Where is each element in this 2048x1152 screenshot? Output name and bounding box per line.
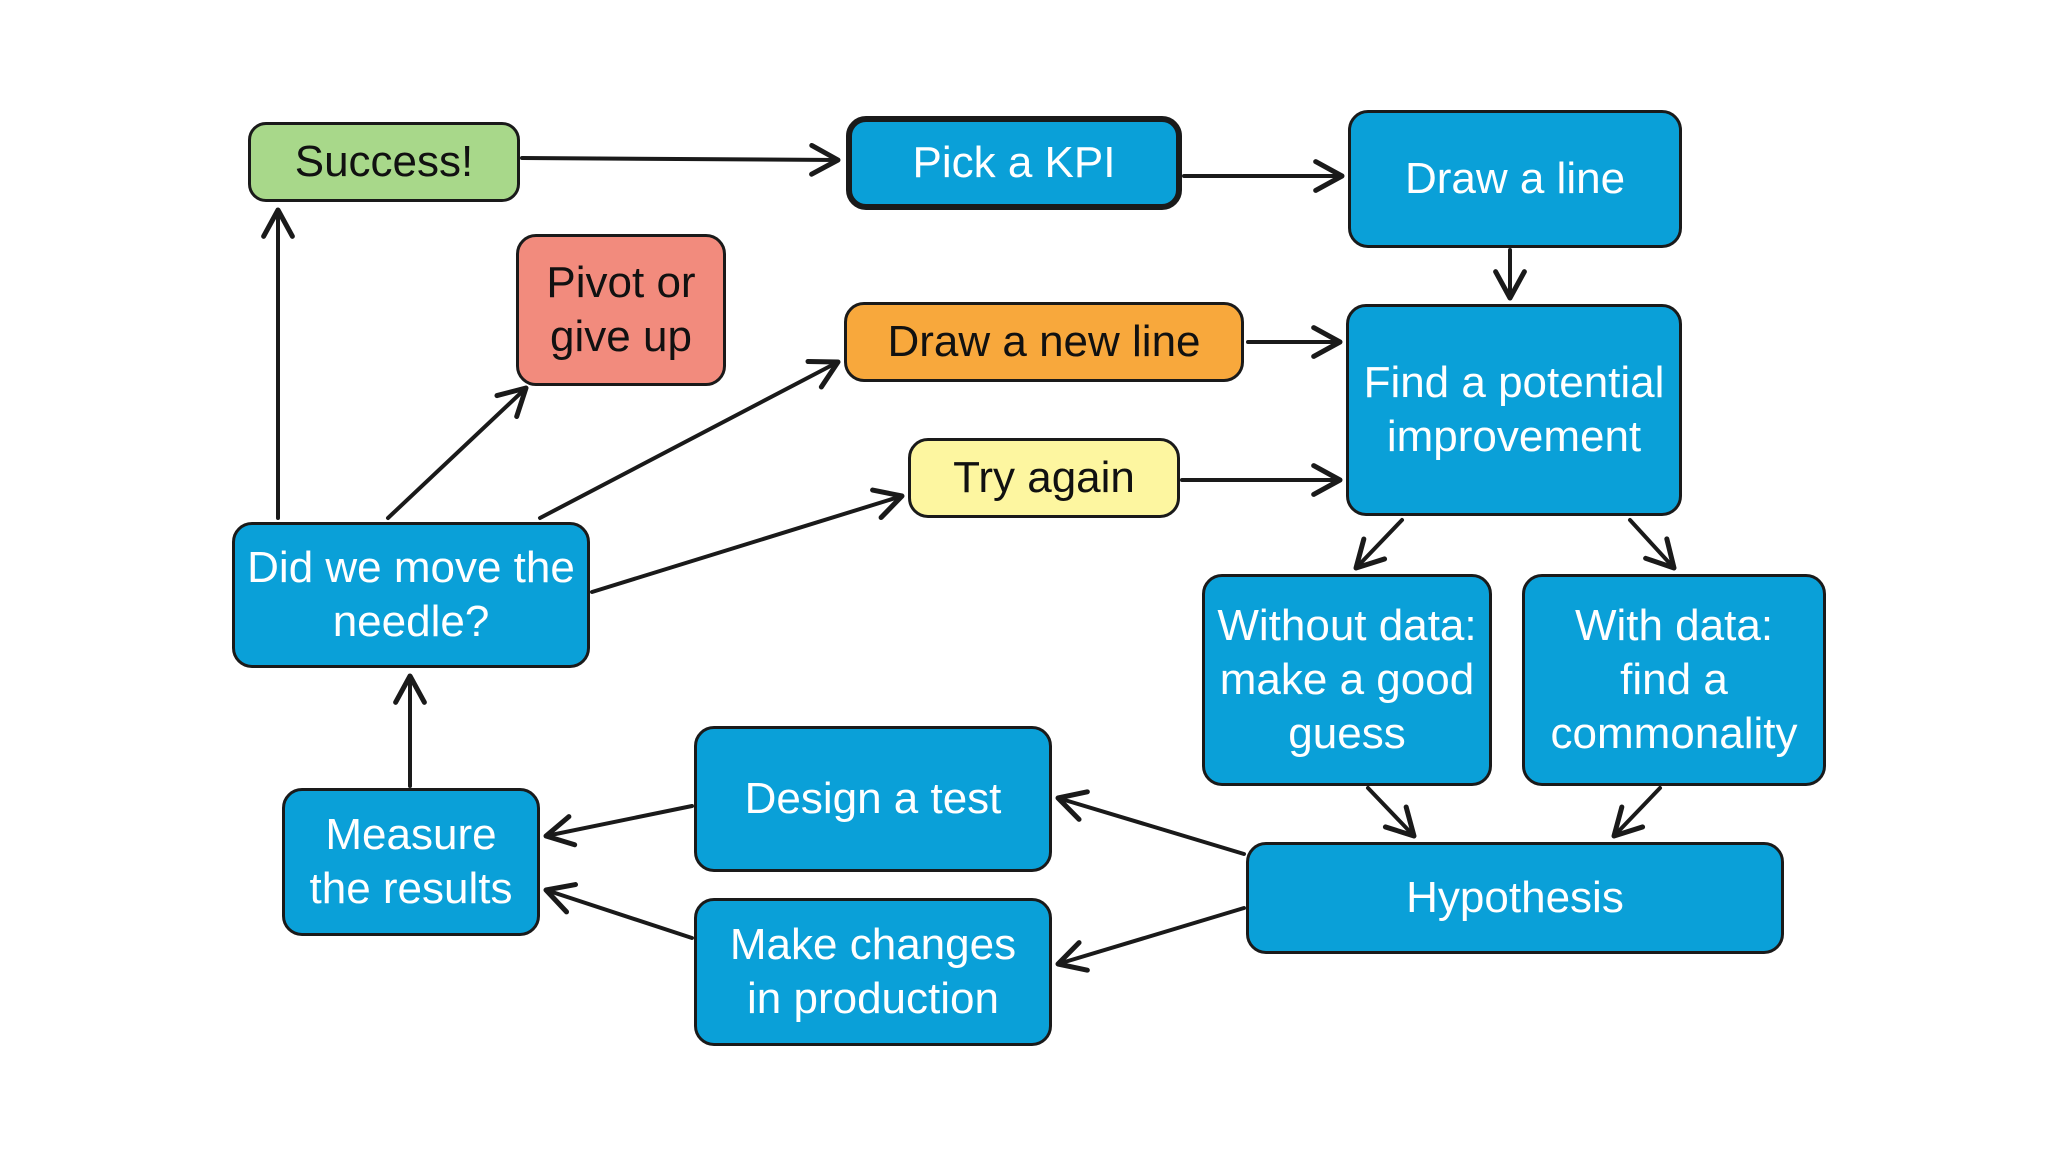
node-draw-a-line: Draw a line	[1348, 110, 1682, 248]
edge-hypothesis-to-make-changes	[1055, 906, 1246, 973]
arrowhead	[1493, 269, 1527, 301]
node-draw-new-line-label: Draw a new line	[887, 317, 1201, 367]
edge-line	[386, 386, 528, 520]
node-pick-kpi-label: Pick a KPI	[912, 138, 1116, 188]
arrowhead	[870, 487, 905, 521]
edge-line	[538, 360, 840, 520]
edge-line	[544, 888, 694, 940]
node-without-data-label: Without data: make a good guess	[1217, 601, 1477, 758]
edge-line	[544, 804, 694, 838]
edge-measure-to-moved-needle	[393, 673, 427, 788]
edge-design-test-to-measure	[543, 804, 694, 848]
arrowhead	[809, 142, 841, 177]
node-success: Success!	[248, 122, 520, 202]
node-find-improvement-label: Find a potential improvement	[1363, 358, 1665, 461]
edge-line	[1056, 796, 1246, 856]
edge-pick-kpi-to-draw-line	[1182, 159, 1345, 193]
arrowhead	[261, 207, 295, 239]
edge-draw-new-line-to-find-improvement	[1246, 325, 1343, 359]
edge-line	[520, 156, 840, 162]
arrowhead	[1311, 463, 1343, 497]
node-measure-the-results: Measure the results	[282, 788, 540, 936]
arrowhead	[1055, 940, 1090, 973]
node-draw-a-line-label: Draw a line	[1404, 154, 1626, 204]
arrowhead	[1353, 536, 1388, 571]
edge-moved-needle-to-try-again	[590, 487, 905, 594]
edge-find-improvement-to-with-data	[1628, 518, 1677, 571]
node-pivot-label: Pivot or give up	[546, 258, 696, 361]
edge-find-improvement-to-without-data	[1353, 518, 1404, 571]
arrowhead	[1313, 159, 1345, 193]
node-make-changes-label: Make changes in production	[729, 920, 1017, 1023]
arrowhead	[1611, 804, 1646, 839]
node-success-label: Success!	[294, 137, 474, 187]
edge-draw-line-to-find-improvement	[1493, 248, 1527, 301]
node-find-potential-improvement: Find a potential improvement	[1346, 304, 1682, 516]
node-hypothesis-label: Hypothesis	[1406, 873, 1624, 923]
node-moved-needle-label: Did we move the needle?	[247, 543, 575, 646]
node-pivot-or-give-up: Pivot or give up	[516, 234, 726, 386]
node-with-data: With data: find a commonality	[1522, 574, 1826, 786]
arrowhead	[1382, 804, 1417, 839]
edge-moved-needle-to-pivot	[386, 385, 529, 520]
arrowhead	[543, 882, 579, 915]
arrowhead	[393, 673, 427, 705]
arrowhead	[805, 358, 841, 390]
edge-with-data-to-hypothesis	[1611, 786, 1662, 839]
node-with-data-label: With data: find a commonality	[1550, 601, 1798, 758]
node-design-a-test: Design a test	[694, 726, 1052, 872]
arrowhead	[543, 814, 578, 848]
node-try-again-label: Try again	[953, 453, 1135, 503]
edge-moved-needle-to-draw-new-line	[538, 358, 841, 520]
node-pick-kpi: Pick a KPI	[846, 116, 1182, 210]
node-make-changes-in-production: Make changes in production	[694, 898, 1052, 1046]
arrowhead	[1643, 536, 1677, 571]
edge-line	[1354, 518, 1404, 570]
edge-line	[590, 494, 904, 594]
node-measure-label: Measure the results	[309, 810, 513, 913]
arrowhead	[494, 385, 529, 420]
edge-success-to-pick-kpi	[520, 142, 841, 177]
node-did-we-move-the-needle: Did we move the needle?	[232, 522, 590, 668]
edge-make-changes-to-measure	[543, 882, 694, 940]
arrowhead	[1055, 789, 1090, 822]
edge-without-data-to-hypothesis	[1366, 786, 1417, 839]
arrowhead	[1311, 325, 1343, 359]
edge-try-again-to-find-improvement	[1180, 463, 1343, 497]
edge-line	[1612, 786, 1662, 838]
node-without-data: Without data: make a good guess	[1202, 574, 1492, 786]
edge-line	[1366, 786, 1416, 838]
node-design-test-label: Design a test	[744, 774, 1002, 824]
node-draw-a-new-line: Draw a new line	[844, 302, 1244, 382]
node-hypothesis: Hypothesis	[1246, 842, 1784, 954]
node-try-again: Try again	[908, 438, 1180, 518]
edge-hypothesis-to-design-test	[1055, 789, 1246, 856]
edge-moved-needle-to-success	[261, 207, 295, 520]
edge-line	[1628, 518, 1676, 570]
edge-line	[1056, 906, 1246, 966]
